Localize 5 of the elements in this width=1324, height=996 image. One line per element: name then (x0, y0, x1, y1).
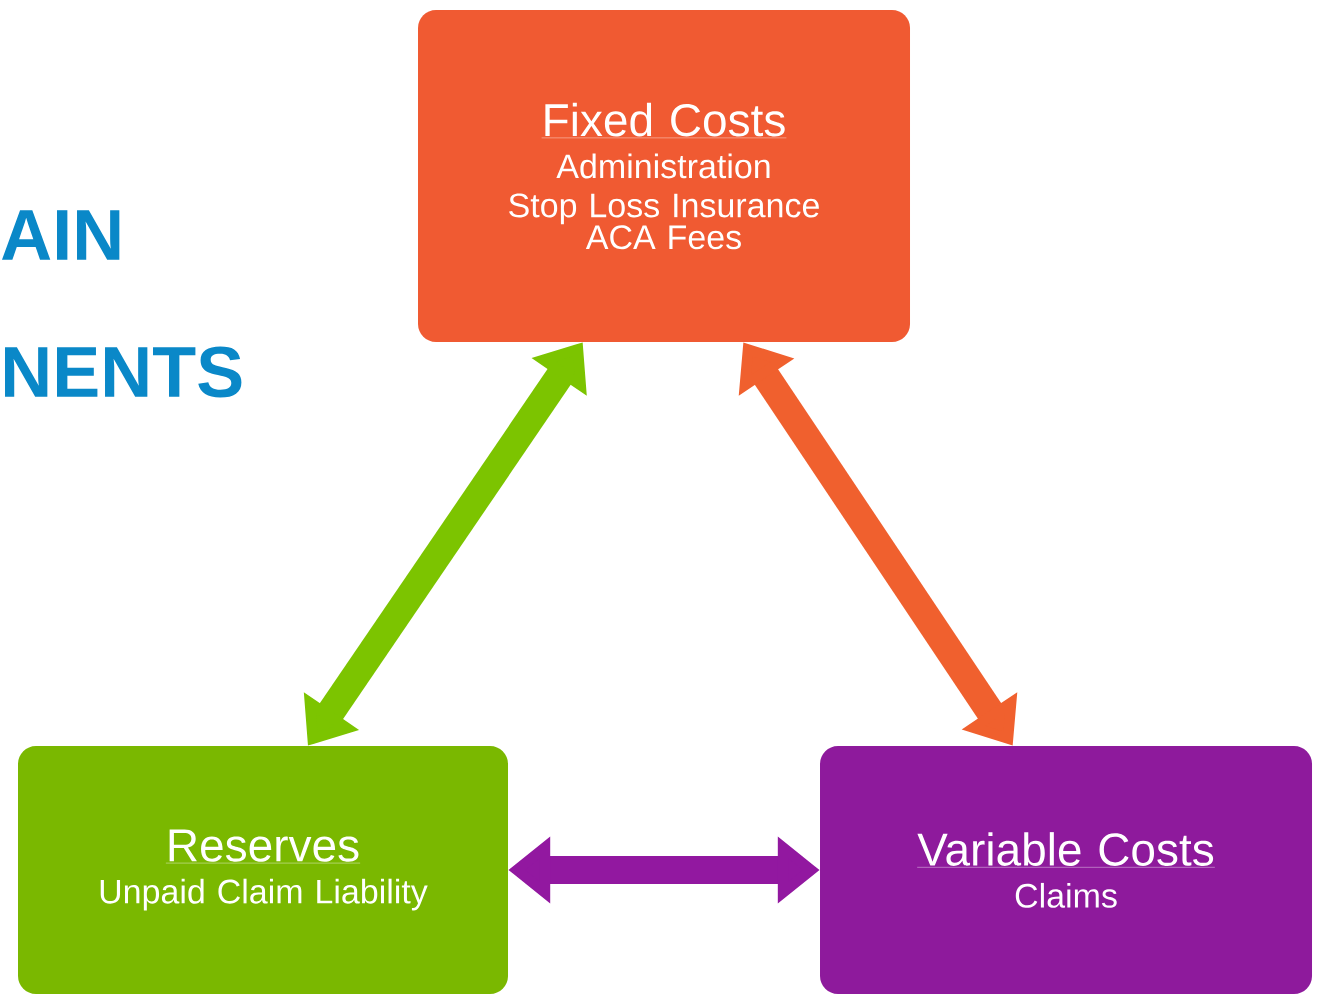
cost-box: Reserves Unpaid Claim Liability (18, 746, 508, 994)
heading-text: AIN (2, 210, 120, 260)
heading-text: NENTS (5, 346, 242, 398)
cost-box: Variable Costs Claims (820, 746, 1312, 994)
cost-box: Fixed Costs Administration Stop Loss Insurance ACA Fees (418, 10, 910, 342)
